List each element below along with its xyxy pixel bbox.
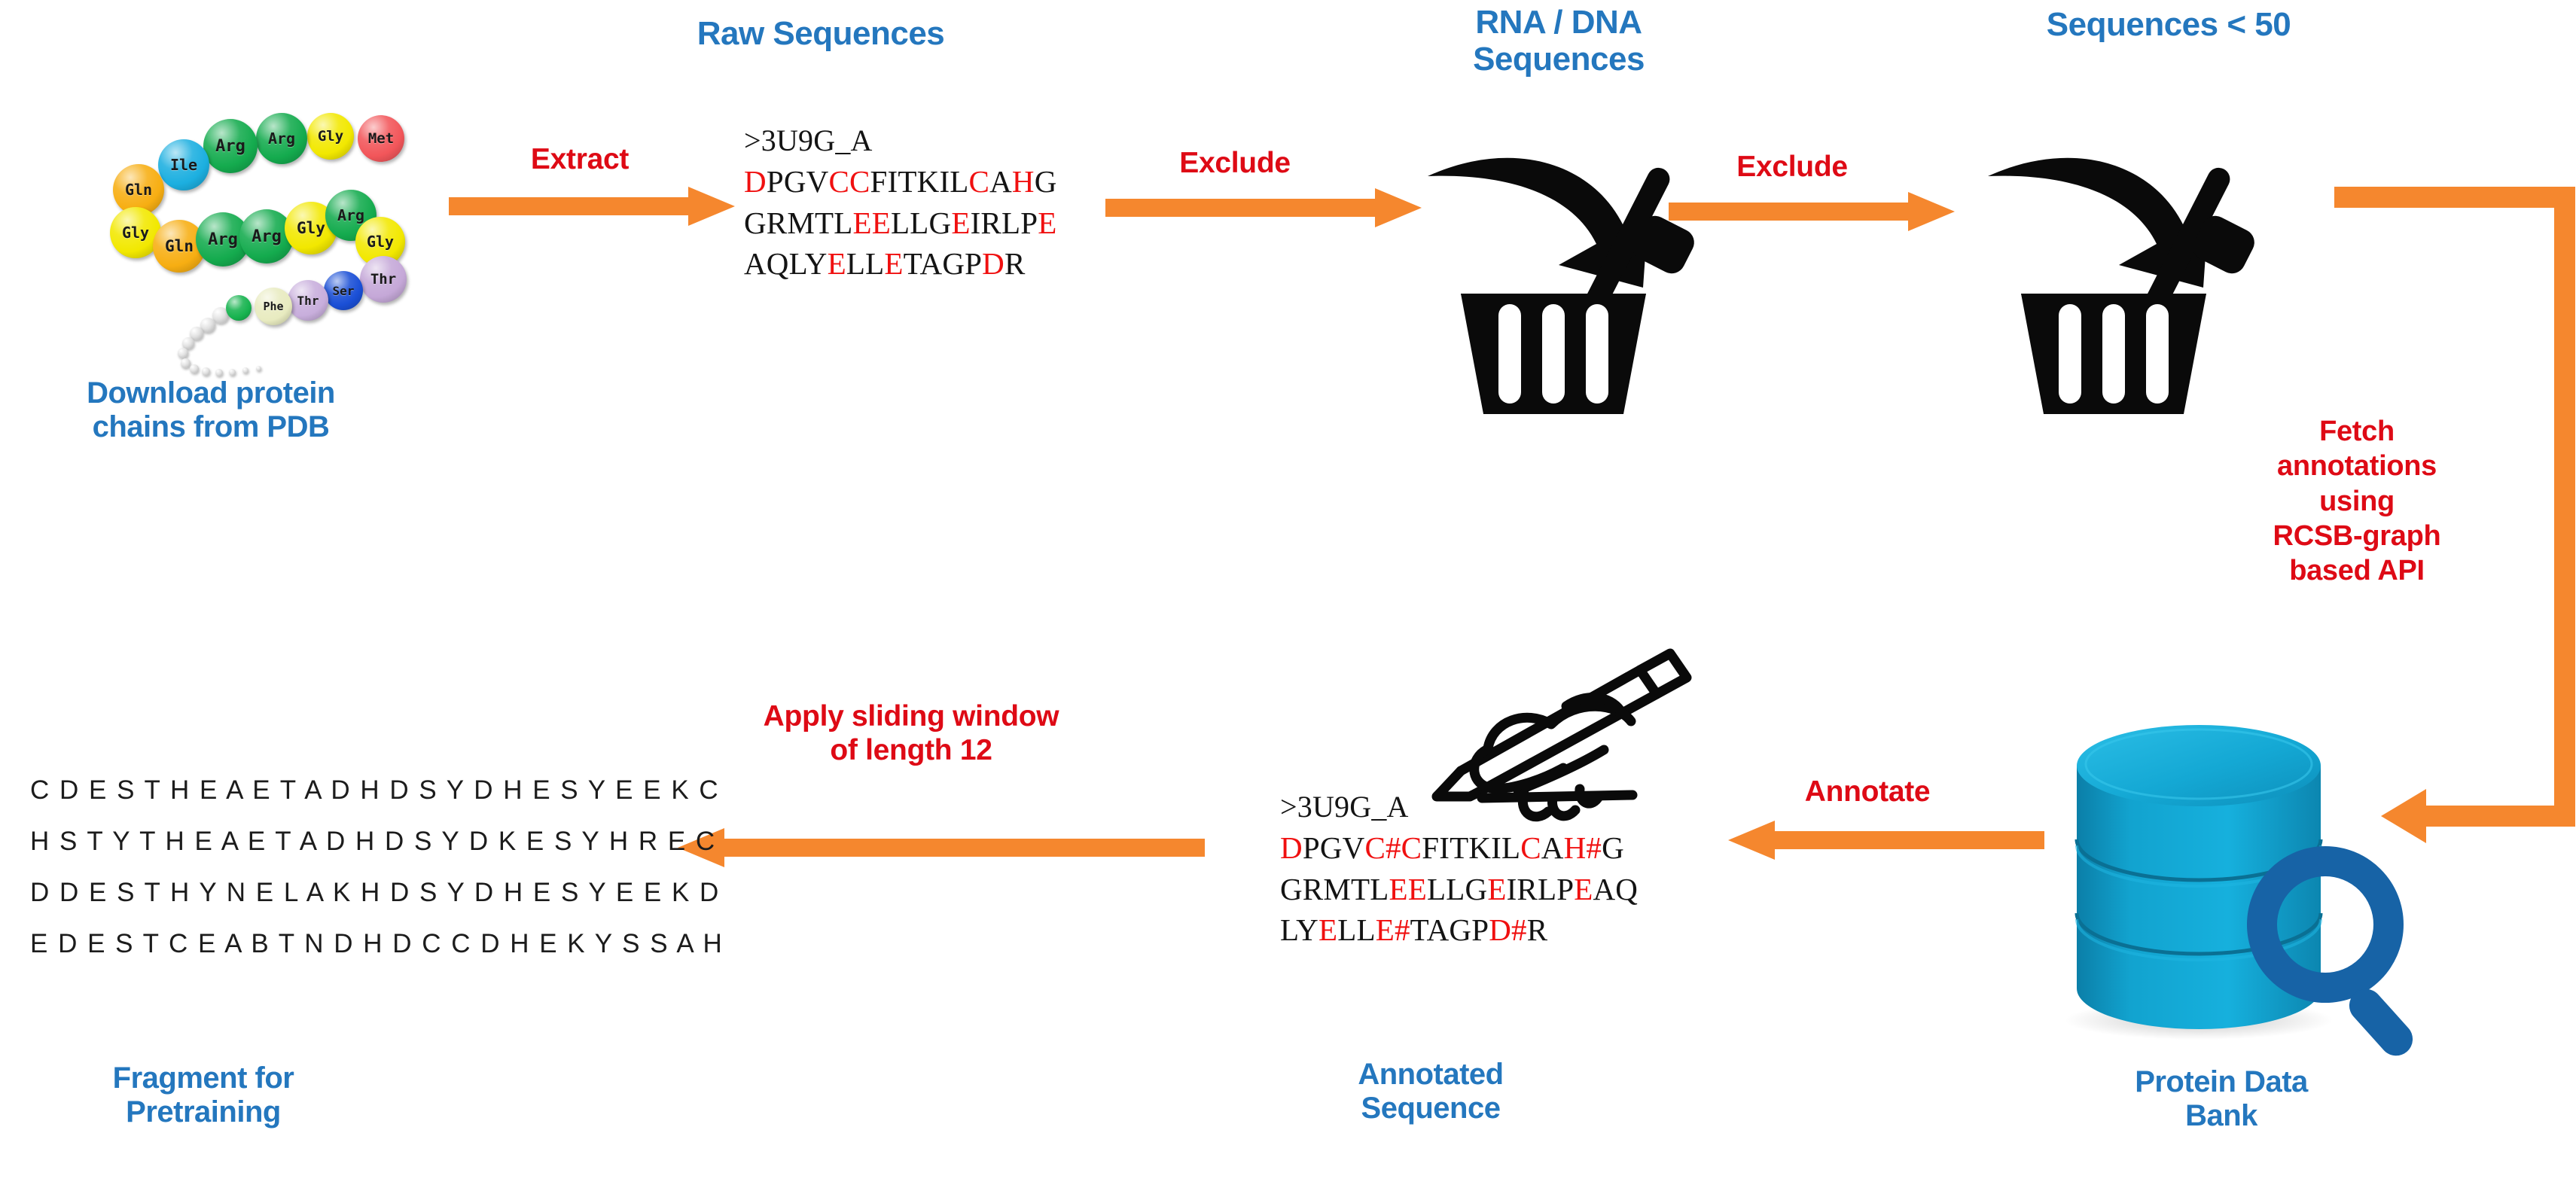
amino-acid-residue: Ser [324, 271, 363, 310]
download-pdb-label: Download protein chains from PDB [87, 376, 335, 443]
exclude-2-label: Exclude [1736, 151, 1848, 183]
amino-acid-residue: Gly [110, 207, 161, 258]
trash-can-body-1 [1461, 294, 1646, 414]
fragment-row: C D E S T H E A E T A D H D S Y D H E S … [30, 775, 720, 805]
fragment-row: D D E S T H Y N E L A K H D S Y D H E S … [30, 878, 721, 907]
amino-acid-residue: Thr [360, 256, 407, 303]
amino-acid-residue [226, 295, 252, 321]
peptide-backbone-bead [202, 367, 210, 376]
sliding-window-label: Apply sliding window of length 12 [763, 700, 1059, 766]
sequence-line: AQLYELLETAGPDR [744, 246, 1026, 282]
peptide-backbone-bead [229, 369, 236, 376]
raw-sequences-heading: Raw Sequences [697, 15, 945, 52]
protein-data-bank-label: Protein Data Bank [2135, 1065, 2308, 1132]
fetch-annotations-connector-arrow [2334, 187, 2575, 843]
peptide-backbone-bead [182, 337, 194, 349]
raw-sequence-block: >3U9G_A DPGVCCFITKILCAHG GRMTLEELLGEIRLPE… [744, 120, 1057, 285]
peptide-backbone-bead [215, 369, 223, 376]
annotate-arrow [1728, 821, 2044, 860]
peptide-backbone-bead [190, 327, 203, 340]
amino-acid-residue: Arg [325, 190, 376, 241]
extract-label: Extract [530, 143, 630, 175]
fragment-list: C D E S T H E A E T A D H D S Y D H E S … [30, 775, 724, 980]
raw-sequence-lines: DPGVCCFITKILCAHG GRMTLEELLGEIRLPE AQLYELLE… [744, 161, 1057, 285]
exclude-1-arrow [1105, 188, 1422, 227]
amino-acid-residue: Ile [158, 139, 209, 190]
peptide-backbone-bead [212, 307, 229, 324]
exclude-2-arrow [1669, 192, 1955, 231]
fragment-row: E D E S T C E A B T N D H D C C D H E K … [30, 929, 724, 958]
amino-acid-residue: Thr [288, 280, 328, 321]
extract-arrow [449, 187, 735, 226]
sequence-line: LYELLE#TAGPD#R [1280, 912, 1548, 948]
sequence-line: GRMTLEELLGEIRLPEAQ [1280, 871, 1639, 906]
sequence-line: DPGVC#CFITKILCAH#G [1280, 830, 1624, 865]
amino-acid-residue: Arg [203, 119, 258, 173]
peptide-backbone-bead [256, 366, 261, 371]
amino-acid-residue: Arg [256, 113, 307, 164]
hand-with-pencil-icon [1431, 648, 1692, 822]
amino-acid-residue: Gly [307, 113, 354, 160]
fetch-annotations-label: Fetch annotations using RCSB-graph based… [2273, 416, 2441, 587]
trash-can-body-2 [2021, 294, 2206, 414]
sliding-window-arrow [678, 828, 1205, 867]
magnifying-glass-icon [2247, 846, 2413, 1056]
annotated-sequence-header: >3U9G_A [1280, 790, 1409, 824]
amino-acid-residue: Phe [255, 288, 292, 325]
annotate-label: Annotate [1804, 775, 1931, 808]
peptide-backbone-bead [200, 318, 215, 333]
peptide-backbone-bead [178, 348, 188, 358]
annotated-sequence-label: Annotated Sequence [1358, 1058, 1504, 1125]
sequences-lt-50-heading: Sequences < 50 [2046, 6, 2291, 43]
peptide-backbone-bead [242, 367, 248, 373]
amino-acid-residue: Gln [113, 164, 164, 215]
fragment-for-pretraining-label: Fragment for Pretraining [112, 1062, 294, 1129]
amino-acid-residue: Arg [239, 209, 294, 263]
sequence-line: DPGVCCFITKILCAHG [744, 163, 1057, 199]
peptide-backbone-bead [181, 358, 191, 368]
amino-acid-residue: Met [358, 115, 404, 162]
annotated-sequence-lines: DPGVC#CFITKILCAH#G GRMTLEELLGEIRLPEAQ LYEL… [1280, 827, 1638, 952]
rna-dna-sequences-heading: RNA / DNA Sequences [1473, 4, 1645, 78]
raw-sequence-header: >3U9G_A [744, 123, 873, 157]
annotated-sequence-block: >3U9G_A DPGVC#CFITKILCAH#G GRMTLEELLGEIRL… [1280, 787, 1638, 951]
exclude-1-label: Exclude [1179, 147, 1291, 179]
peptide-backbone-bead [190, 364, 199, 373]
sequence-line: GRMTLEELLGEIRLPE [744, 205, 1057, 240]
fragment-row: H S T Y T H E A E T A D H D S Y D K E S … [30, 827, 717, 856]
